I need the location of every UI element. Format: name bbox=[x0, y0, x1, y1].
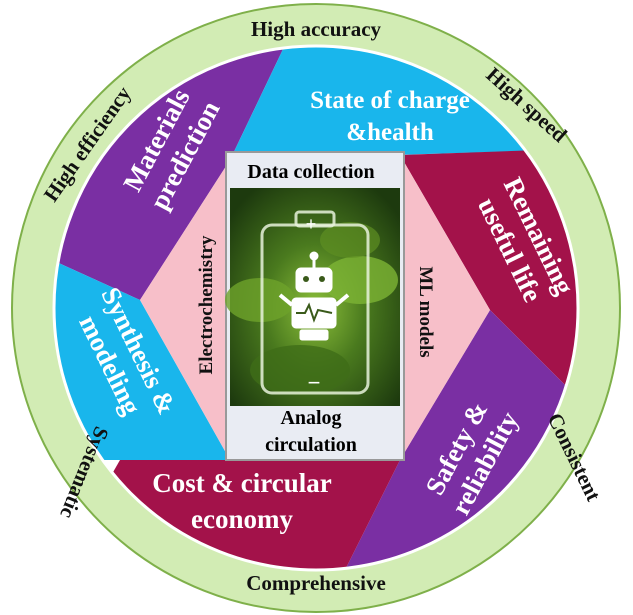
state-label-2: &health bbox=[346, 119, 434, 146]
state-label-1: State of charge bbox=[310, 87, 470, 114]
plus-icon: + bbox=[306, 214, 317, 234]
analog-label-line1: Analog bbox=[280, 407, 341, 429]
minus-icon: − bbox=[308, 370, 321, 395]
robot-icon bbox=[278, 251, 350, 341]
pink-right bbox=[400, 155, 490, 460]
analog-label-line2: circulation bbox=[265, 434, 357, 456]
ring-label-top: High accuracy bbox=[251, 17, 382, 41]
ml-models-label: ML models bbox=[415, 266, 436, 357]
data-collection-label: Data collection bbox=[247, 161, 374, 183]
pink-left bbox=[140, 160, 230, 460]
cost-label-1: Cost & circular bbox=[152, 468, 331, 498]
electrochemistry-label: Electrochemistry bbox=[196, 235, 217, 374]
ring-label-bottom: Comprehensive bbox=[246, 571, 386, 595]
segment-synthesis bbox=[54, 250, 230, 460]
battery-panel: + − bbox=[225, 151, 405, 461]
cost-label-2: economy bbox=[191, 504, 293, 534]
segment-remaining bbox=[400, 150, 578, 420]
